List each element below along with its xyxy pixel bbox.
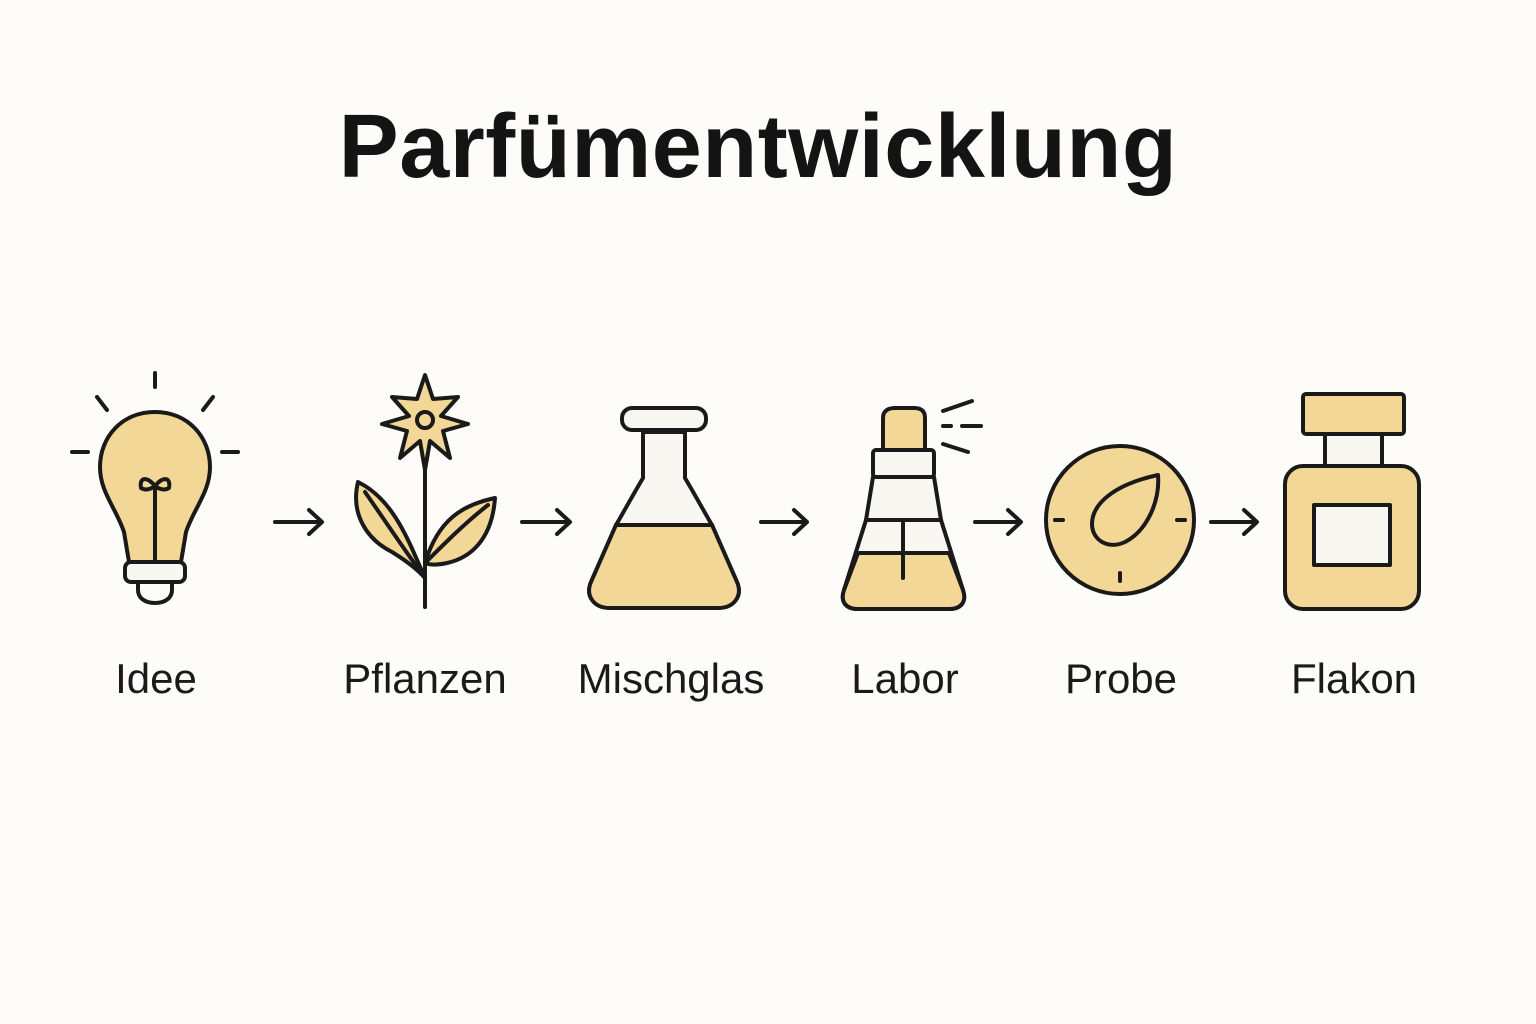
arrow-icon (759, 508, 809, 536)
arrow-icon (273, 508, 324, 536)
step-label-mischglas: Mischglas (577, 655, 765, 702)
lightbulb-icon (70, 371, 240, 605)
diagram-title: Parfümentwicklung (338, 97, 1178, 197)
spray-bottle-icon (840, 399, 983, 611)
step-label-pflanzen: Pflanzen (343, 655, 507, 702)
step-label-idee: Idee (115, 655, 197, 702)
step-label-probe: Probe (1064, 655, 1178, 702)
drop-dial-icon (1044, 444, 1196, 596)
perfume-bottle-icon (1283, 392, 1421, 611)
step-label-labor: Labor (851, 655, 959, 702)
flask-icon (587, 406, 741, 610)
arrow-icon (520, 508, 572, 536)
arrow-icon (1209, 508, 1259, 536)
step-label-flakon: Flakon (1290, 655, 1418, 702)
flower-icon (354, 373, 497, 609)
arrow-icon (973, 508, 1023, 536)
